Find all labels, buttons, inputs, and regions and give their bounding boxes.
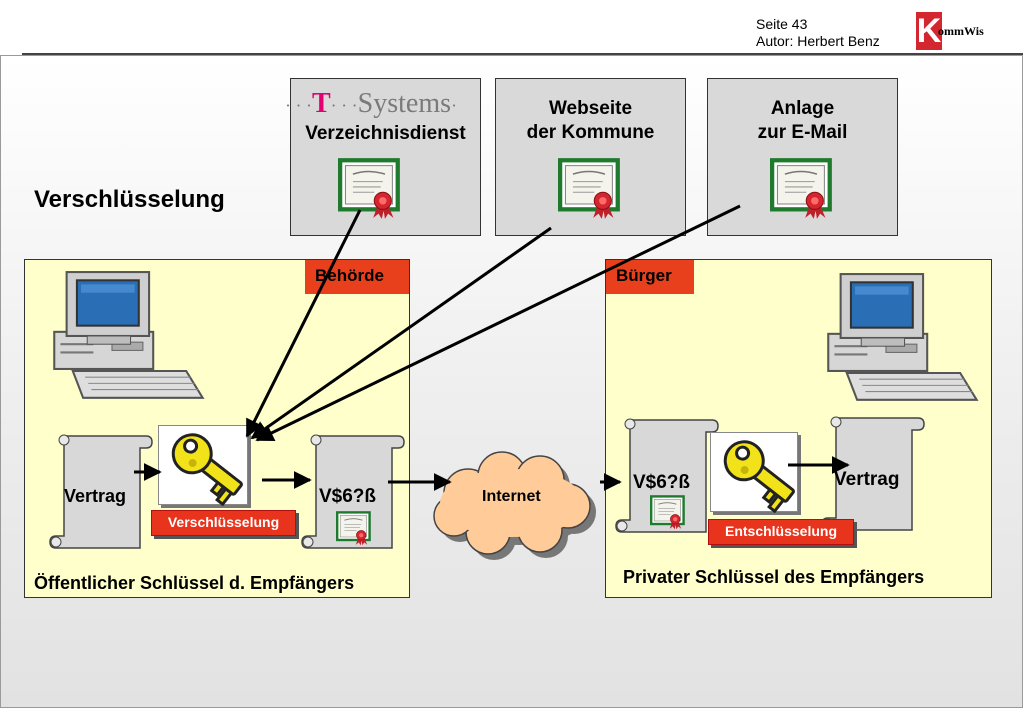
brand-name: Systems	[357, 88, 452, 119]
scroll-document-icon	[301, 434, 405, 549]
source-line1-attachment: Anlage	[770, 98, 835, 119]
source-box-website: Webseite der Kommune	[495, 78, 686, 236]
encrypt-button[interactable]: Verschlüsselung	[151, 510, 296, 536]
brand-t: T	[311, 88, 331, 119]
arrow-directory-to-key	[245, 209, 362, 438]
decrypt-button[interactable]: Entschlüsselung	[708, 519, 854, 545]
logo-letter: K	[916, 12, 942, 50]
receiver-cipher-label: V$6?ß	[633, 472, 691, 493]
scroll-document-icon	[49, 434, 153, 549]
sender-doc-label: Vertrag	[64, 486, 127, 506]
tsystems-logo: · · ·T· · ·Systems·	[285, 89, 485, 121]
sender-cipher-label: V$6?ß	[319, 486, 377, 507]
arrow-attachment-to-key	[255, 204, 741, 442]
source-box-directory: · · ·T· · ·Systems· Verzeichnisdienst	[285, 78, 481, 236]
internet-label: Internet	[482, 488, 541, 505]
source-line2-attachment: zur E-Mail	[757, 122, 848, 143]
author-label: Autor: Herbert Benz	[756, 33, 880, 49]
brand-dots-left: · · ·	[285, 95, 312, 116]
source-box-attachment: Anlage zur E-Mail	[707, 78, 898, 236]
cloud-icon	[433, 451, 596, 560]
source-line1-website: Webseite	[548, 98, 633, 119]
page-number: Seite 43	[756, 16, 808, 32]
receiver-footer: Privater Schlüssel des Empfängers	[623, 567, 925, 587]
header-divider	[22, 53, 1023, 55]
brand-dot-right: ·	[451, 95, 458, 116]
arrow-website-to-key	[250, 226, 552, 440]
sender-footer: Öffentlicher Schlüssel d. Empfängers	[34, 573, 355, 593]
page-title: Verschlüsselung	[34, 186, 225, 213]
source-label-directory: Verzeichnisdienst	[305, 123, 466, 144]
private-key-box	[710, 432, 798, 512]
source-line2-website: der Kommune	[526, 122, 655, 143]
brand-dots-mid: · · ·	[330, 95, 358, 116]
logo-text: ommWis	[938, 24, 984, 38]
logo-icon: K ommWis	[916, 12, 992, 50]
receiver-tag: Bürger	[606, 260, 694, 294]
receiver-doc-label: Vertrag	[834, 469, 900, 490]
scroll-document-icon	[615, 418, 719, 533]
